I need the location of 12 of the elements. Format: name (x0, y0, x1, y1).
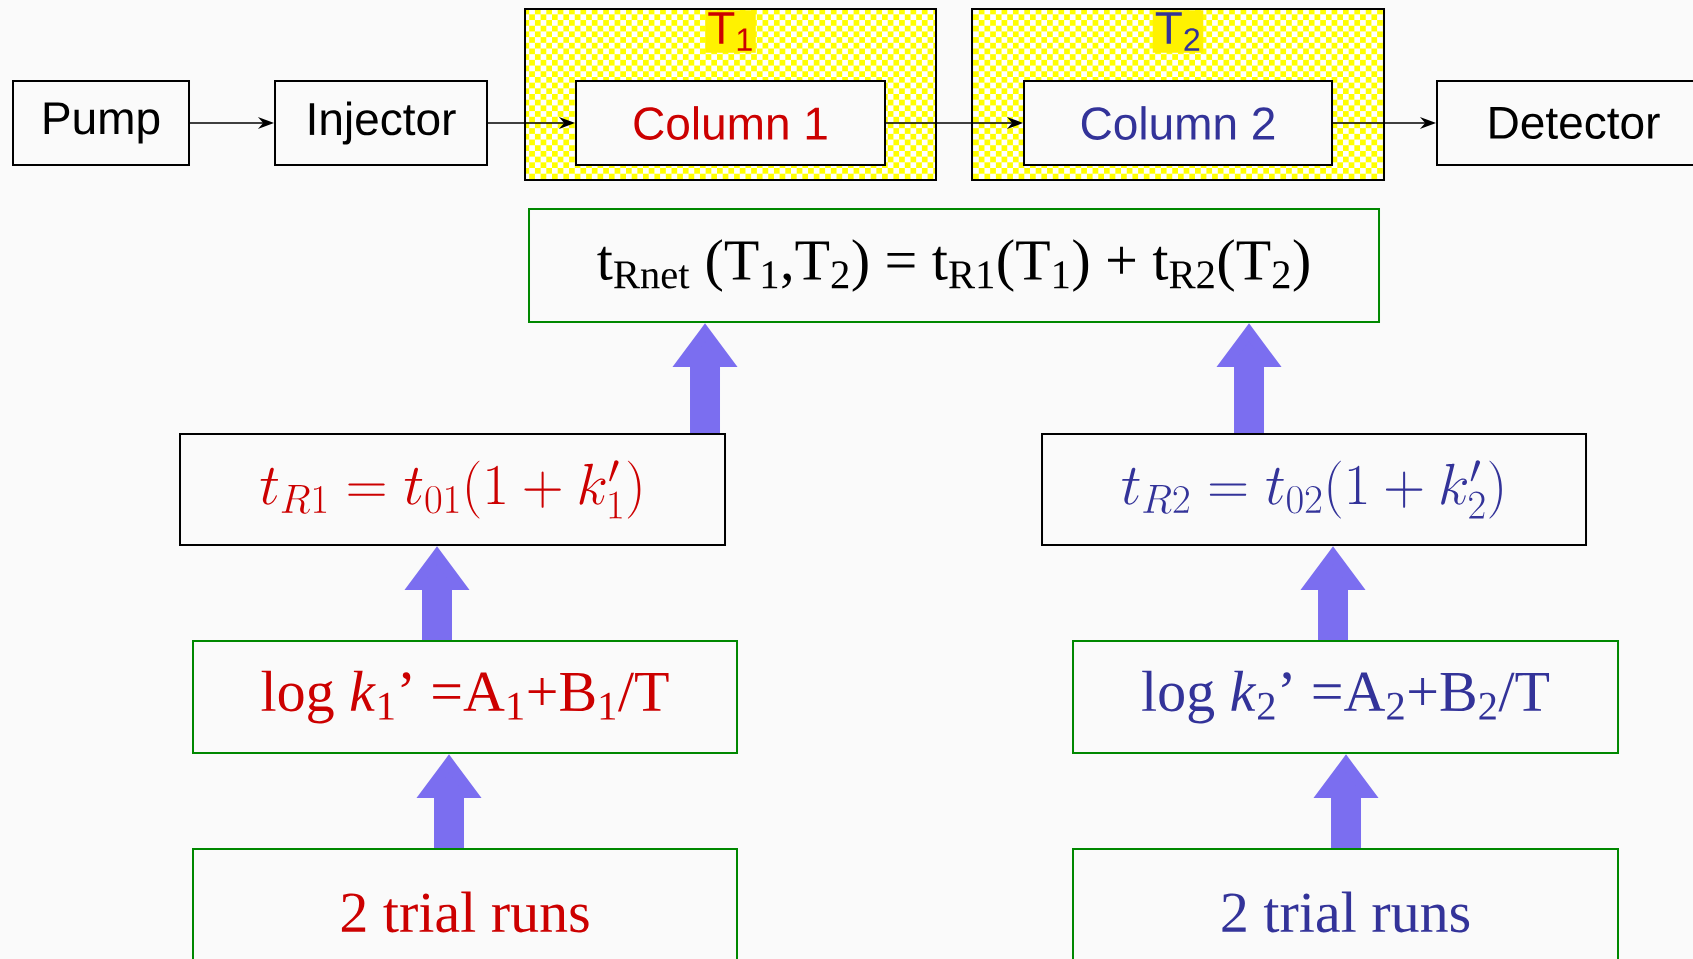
column-box: Column 1 (575, 80, 886, 166)
process-box: 2 trial runs (1072, 848, 1619, 959)
process-box: Detector (1436, 80, 1693, 166)
process-box: Pump (12, 80, 190, 166)
formula-box: log k$_{2}$’ =A$_{2}$+B$_{2}$/T (1072, 640, 1619, 754)
formula-box: $t_{R1} = t_{01}(1+k_1')$ (179, 433, 726, 546)
formula-box: log k$_{1}$’ =A$_{1}$+B$_{1}$/T (192, 640, 738, 754)
process-box: Injector (274, 80, 488, 166)
process-box: 2 trial runs (192, 848, 738, 959)
formula-box: t$_{Rnet}$ (T$_{1}$,T$_{2}$) = t$_{R1}$(T$_{1}$) + t$_{R2}$(T$_{2}$) (528, 208, 1380, 323)
column-box: Column 2 (1023, 80, 1333, 166)
formula-box: $t_{R2} = t_{02}(1+k_2')$ (1041, 433, 1587, 546)
